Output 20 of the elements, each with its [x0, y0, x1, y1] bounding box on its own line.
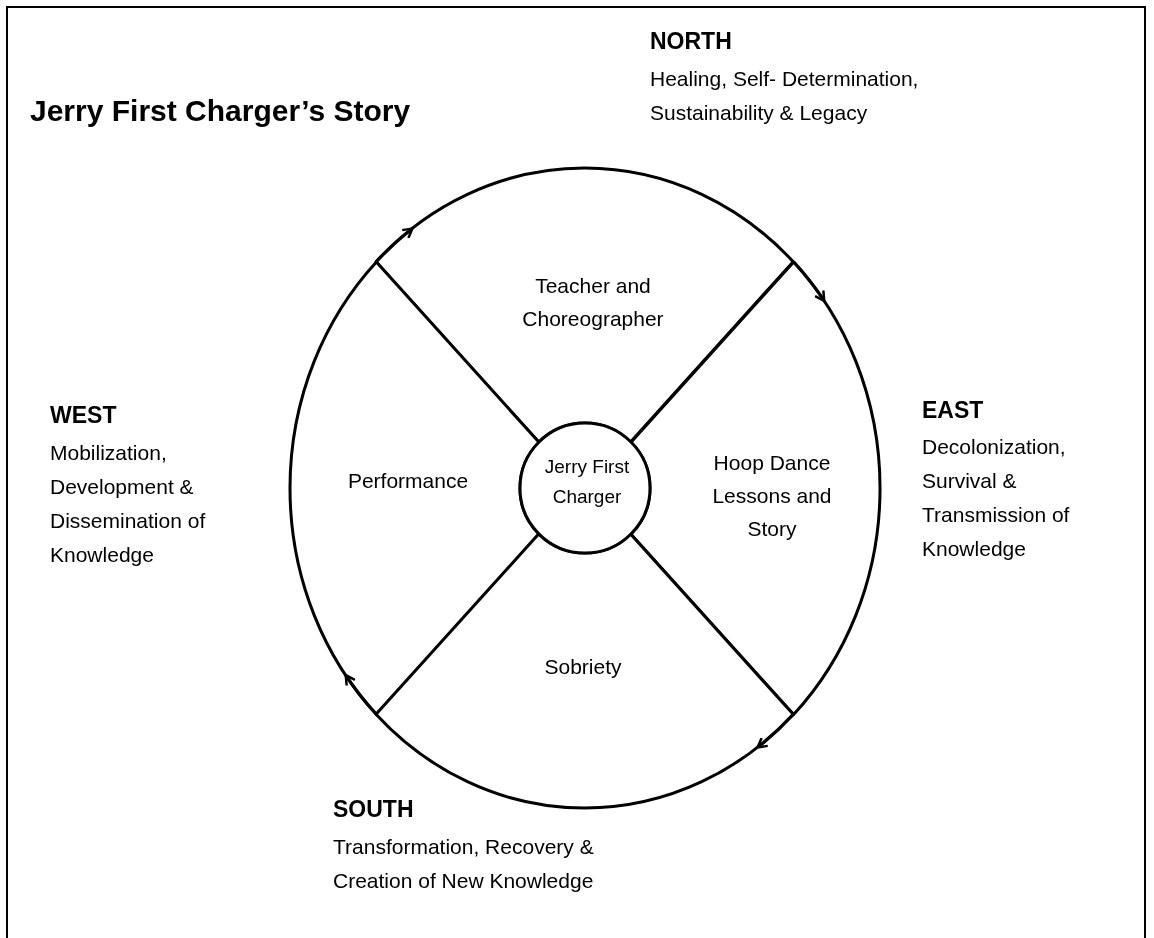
arrow — [344, 674, 378, 716]
arrow — [375, 227, 414, 263]
arrow — [756, 713, 795, 749]
sector-label: Sobriety — [543, 653, 623, 680]
direction-description: Transformation, Recovery & Creation of New Knowledge — [333, 834, 595, 894]
direction-heading: EAST — [922, 396, 984, 425]
direction-heading: NORTH — [650, 27, 732, 56]
direction-description: Decolonization, Survival & Transmission of Knowledge — [922, 434, 1071, 562]
center-circle — [520, 423, 650, 553]
direction-description: Healing, Self- Determination, Sustainability & Legacy — [650, 66, 920, 126]
sector-label: Hoop Dance Lessons and Story — [711, 449, 833, 542]
wheel-sector — [376, 168, 794, 443]
sector-label: Performance — [346, 467, 470, 494]
arrow — [792, 260, 826, 302]
direction-description: Mobilization, Development & Dissemination of Knowledge — [50, 440, 207, 568]
direction-heading: WEST — [50, 401, 117, 430]
direction-heading: SOUTH — [333, 795, 414, 824]
sector-label: Teacher and Choreographer — [521, 273, 665, 332]
sector-label: Jerry First Charger — [543, 455, 631, 509]
diagram-title: Jerry First Charger’s Story — [30, 94, 411, 128]
